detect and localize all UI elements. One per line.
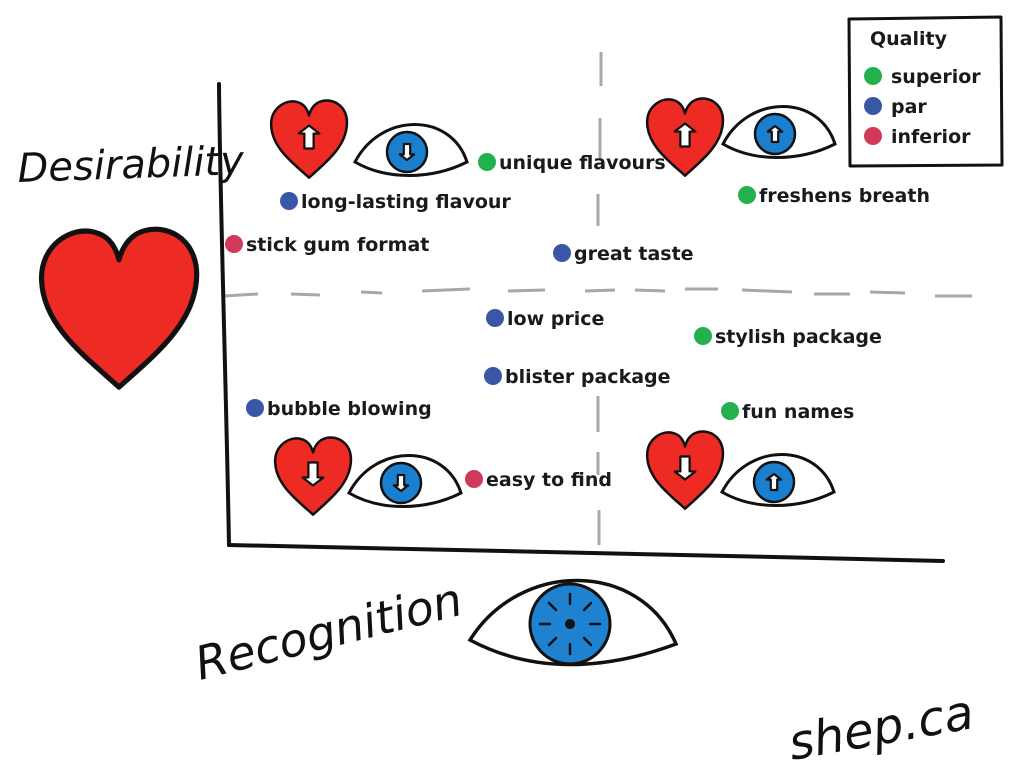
- point-marker: [246, 399, 264, 417]
- eye-down-icon: [347, 454, 463, 508]
- point-easy-to-find: easy to find: [465, 469, 612, 491]
- point-low-price: low price: [486, 308, 604, 330]
- point-marker: [280, 192, 298, 210]
- legend-swatch-superior: [864, 67, 882, 85]
- heart-icon: [42, 229, 197, 387]
- quadrant-top-right-icons: [645, 97, 837, 177]
- point-label: unique flavours: [499, 152, 666, 174]
- heart-down-icon: [273, 436, 353, 516]
- quadrant-top-left-icons: [269, 99, 469, 179]
- signature: shep.ca: [784, 684, 977, 768]
- point-marker: [225, 235, 243, 253]
- point-label: easy to find: [486, 469, 612, 491]
- eye-up-icon: [721, 105, 837, 159]
- point-unique-flavours: unique flavours: [478, 152, 666, 174]
- legend-label-inferior: inferior: [891, 126, 971, 148]
- legend: Quality superior par inferior: [847, 15, 1004, 168]
- point-fun-names: fun names: [721, 401, 854, 423]
- x-axis-label: Recognition: [190, 572, 468, 690]
- legend-label-superior: superior: [891, 66, 981, 88]
- point-label: stick gum format: [246, 234, 429, 256]
- y-axis-label: Desirability: [17, 138, 246, 192]
- point-marker: [486, 309, 504, 327]
- point-label: low price: [507, 308, 604, 330]
- point-label: freshens breath: [759, 185, 930, 207]
- legend-swatch-inferior: [864, 127, 882, 145]
- point-blister-package: blister package: [484, 366, 671, 388]
- point-label: bubble blowing: [267, 398, 432, 420]
- eye-icon: [467, 578, 679, 667]
- point-label: fun names: [742, 401, 854, 423]
- eye-up-icon: [720, 453, 836, 507]
- point-marker: [553, 244, 571, 262]
- legend-swatch-par: [864, 97, 882, 115]
- point-great-taste: great taste: [553, 243, 694, 265]
- point-long-lasting-flavour: long-lasting flavour: [280, 191, 511, 213]
- point-label: great taste: [574, 243, 694, 265]
- point-marker: [478, 153, 496, 171]
- x-axis-line: [227, 543, 945, 563]
- heart-up-icon: [269, 99, 349, 179]
- point-marker: [694, 327, 712, 345]
- legend-title: Quality: [870, 28, 948, 50]
- point-stylish-package: stylish package: [694, 326, 882, 348]
- point-marker: [465, 470, 483, 488]
- point-label: long-lasting flavour: [301, 191, 511, 213]
- point-label: blister package: [505, 366, 671, 388]
- quadrant-bottom-right-icons: [645, 430, 836, 510]
- point-bubble-blowing: bubble blowing: [246, 398, 432, 420]
- heart-up-icon: [645, 97, 725, 177]
- point-marker: [484, 367, 502, 385]
- point-stick-gum-format: stick gum format: [225, 234, 429, 256]
- point-marker: [738, 186, 756, 204]
- y-axis-line: [217, 82, 231, 547]
- legend-label-par: par: [891, 96, 927, 118]
- eye-down-icon: [353, 123, 469, 177]
- heart-down-icon: [645, 430, 725, 510]
- point-marker: [721, 402, 739, 420]
- quadrant-divider-vertical: [596, 52, 603, 545]
- quadrant-bottom-left-icons: [273, 436, 463, 516]
- quadrant-divider-horizontal: [223, 287, 972, 298]
- point-label: stylish package: [715, 326, 882, 348]
- point-freshens-breath: freshens breath: [738, 185, 930, 207]
